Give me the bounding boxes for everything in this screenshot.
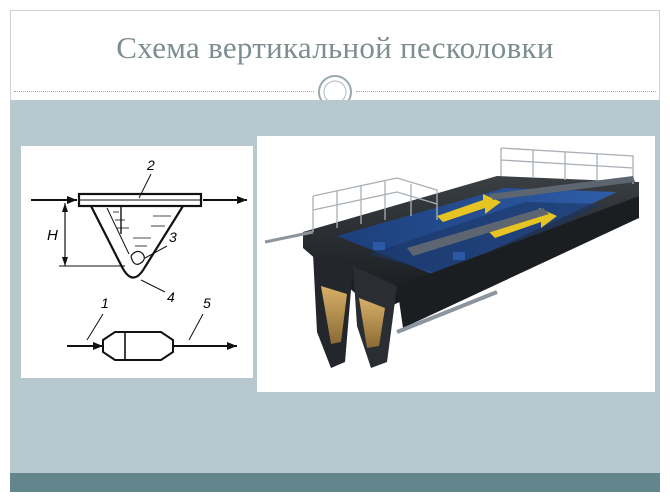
inlet-pipe xyxy=(264,230,314,244)
bridge-walkway xyxy=(407,208,549,256)
label-3: 3 xyxy=(169,229,177,245)
leader-5 xyxy=(188,313,204,341)
slide-title: Схема вертикальной песколовки xyxy=(116,30,554,65)
leader-2 xyxy=(138,173,152,199)
inner-wall xyxy=(106,207,130,255)
pump-unit xyxy=(453,252,465,260)
arrow-right-icon xyxy=(93,342,103,350)
illustration-3d xyxy=(257,136,655,392)
funnel-body xyxy=(90,205,184,279)
railing-back xyxy=(500,147,634,184)
dimension-arrow-top xyxy=(62,203,68,212)
side-wall xyxy=(397,196,639,328)
illustration-svg xyxy=(257,136,655,392)
sand-left xyxy=(321,286,347,344)
leader-1 xyxy=(86,313,104,341)
label-2: 2 xyxy=(146,157,155,173)
arrow-right-icon xyxy=(237,196,247,204)
label-1: 1 xyxy=(101,295,109,311)
label-h: H xyxy=(47,227,58,244)
hatching xyxy=(113,211,171,247)
label-4: 4 xyxy=(167,289,175,305)
sand-vortex xyxy=(130,250,145,265)
title-rule-left xyxy=(14,91,314,92)
dimension-arrow-bottom xyxy=(62,257,68,266)
pump-unit xyxy=(373,242,385,250)
flow-arrow xyxy=(437,194,501,222)
arrow-right-icon xyxy=(227,342,237,350)
title-rule-right xyxy=(356,91,656,92)
arrow-right-icon xyxy=(67,196,77,204)
schematic-svg: H 2 3 4 1 5 xyxy=(31,157,247,361)
leader-3 xyxy=(144,245,168,259)
sand-right xyxy=(359,298,385,348)
outlet-pipe xyxy=(396,290,498,334)
bridge-walkway-back xyxy=(489,176,635,200)
leader-4 xyxy=(140,279,166,293)
label-5: 5 xyxy=(203,295,211,311)
railing-front xyxy=(312,177,438,232)
schematic-diagram: H 2 3 4 1 5 xyxy=(21,146,253,378)
plan-body xyxy=(102,331,174,361)
footer-band xyxy=(10,473,660,492)
